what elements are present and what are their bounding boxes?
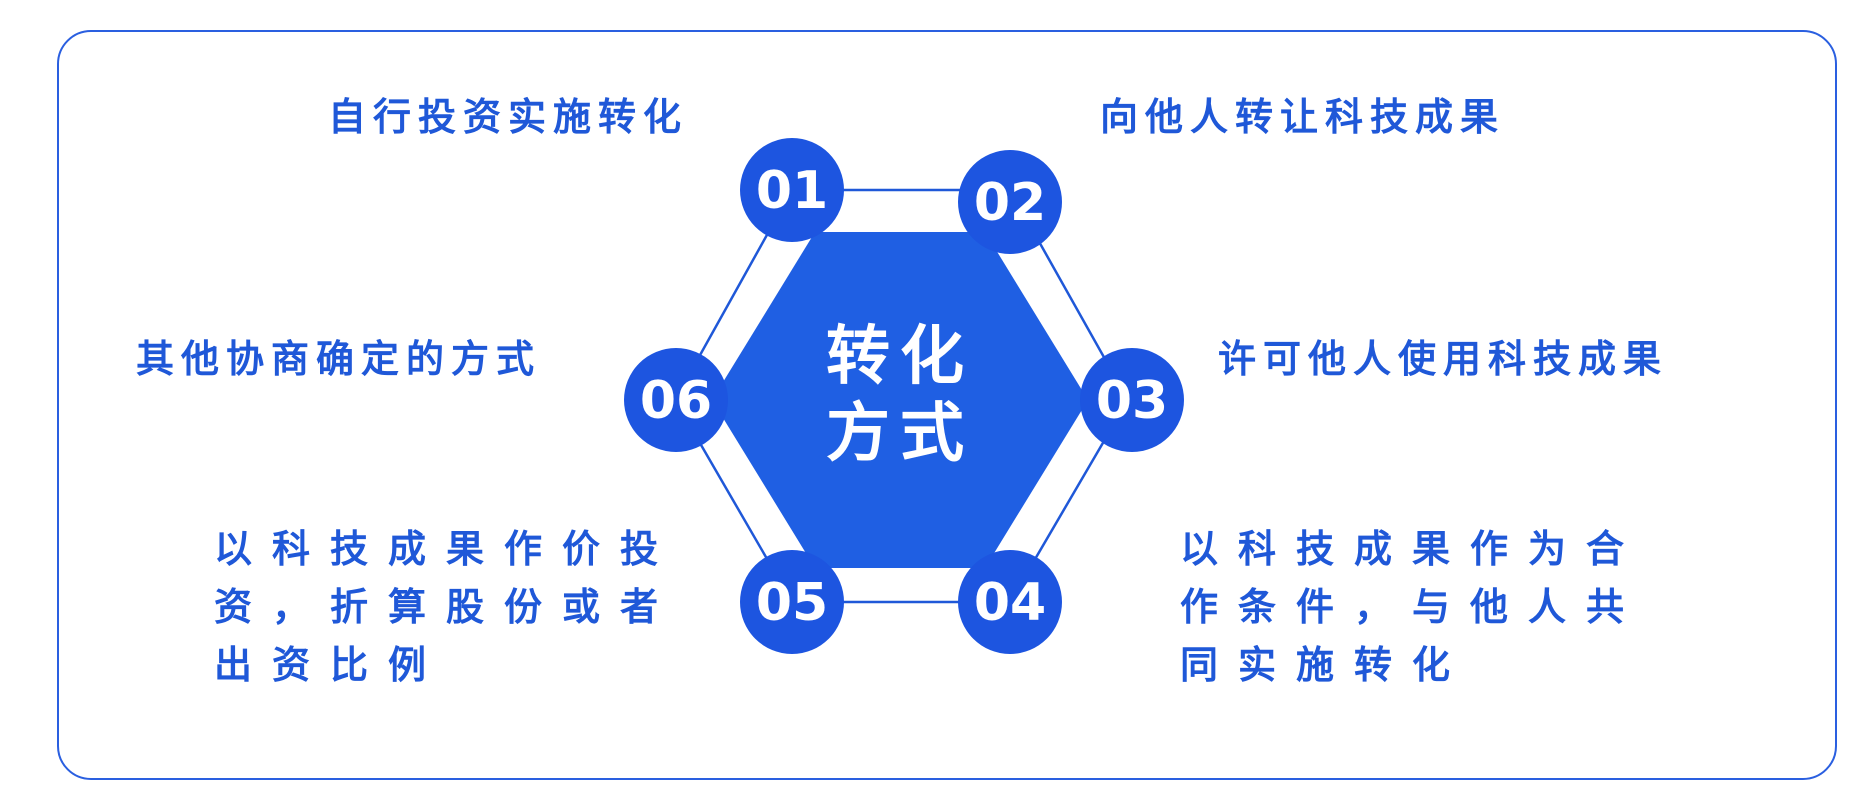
- node-01: 01: [740, 138, 844, 242]
- node-label-04: 以科技成果作为合作条件，与他人共同实施转化: [1180, 527, 1645, 687]
- node-06: 06: [624, 348, 728, 452]
- node-02: 02: [958, 150, 1062, 254]
- node-number-03: 03: [1096, 371, 1168, 431]
- node-circle-04: [958, 550, 1062, 654]
- node-05: 05: [740, 550, 844, 654]
- center-hexagon: [712, 232, 1088, 568]
- node-circle-03: [1080, 348, 1184, 452]
- node-circle-05: [740, 550, 844, 654]
- node-label-03: 许可他人使用科技成果: [1218, 337, 1669, 381]
- node-circle-01: [740, 138, 844, 242]
- node-number-05: 05: [756, 573, 828, 633]
- node-number-01: 01: [756, 161, 828, 221]
- node-label-02: 向他人转让科技成果: [1100, 95, 1506, 139]
- node-circle-06: [624, 348, 728, 452]
- center-title-line2: 方式: [826, 397, 974, 471]
- node-label-01: 自行投资实施转化: [328, 95, 689, 139]
- node-04: 04: [958, 550, 1062, 654]
- node-number-06: 06: [640, 371, 712, 431]
- center-title-line1: 转化: [826, 320, 974, 394]
- node-number-02: 02: [974, 173, 1046, 233]
- node-number-04: 04: [974, 573, 1046, 633]
- node-circle-02: [958, 150, 1062, 254]
- node-label-05: 以科技成果作价投资，折算股份或者出资比例: [214, 527, 679, 687]
- node-label-06: 其他协商确定的方式: [136, 337, 542, 381]
- node-03: 03: [1080, 348, 1184, 452]
